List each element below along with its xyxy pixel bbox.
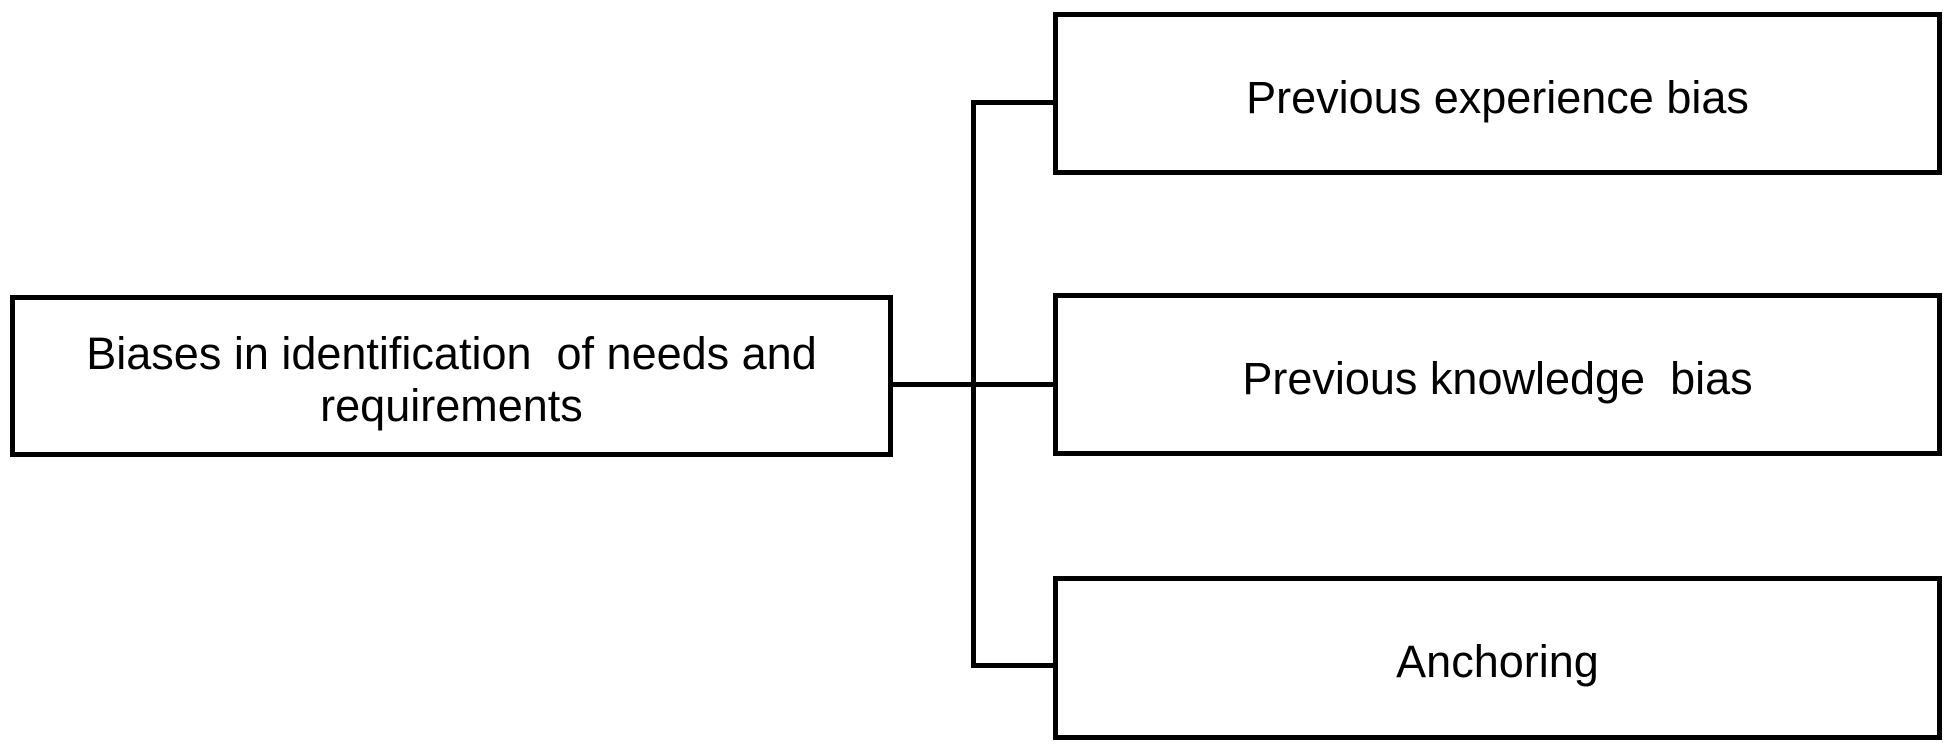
node-previous-experience-bias-label: Previous experience bias — [1246, 71, 1749, 123]
connector-stub-bottom-line — [971, 663, 1053, 668]
node-previous-knowledge-bias-label: Previous knowledge bias — [1242, 352, 1753, 404]
node-previous-knowledge-bias: Previous knowledge bias — [1053, 293, 1942, 456]
connector-stub-top-line — [971, 100, 1053, 105]
connector-trunk-vertical-line — [971, 100, 976, 668]
node-root-biases: Biases in identification of needs and re… — [10, 295, 893, 457]
node-previous-experience-bias: Previous experience bias — [1053, 12, 1942, 175]
node-root-label: Biases in identification of needs and re… — [86, 328, 817, 431]
node-anchoring-label: Anchoring — [1396, 636, 1599, 688]
node-anchoring: Anchoring — [1053, 576, 1942, 740]
